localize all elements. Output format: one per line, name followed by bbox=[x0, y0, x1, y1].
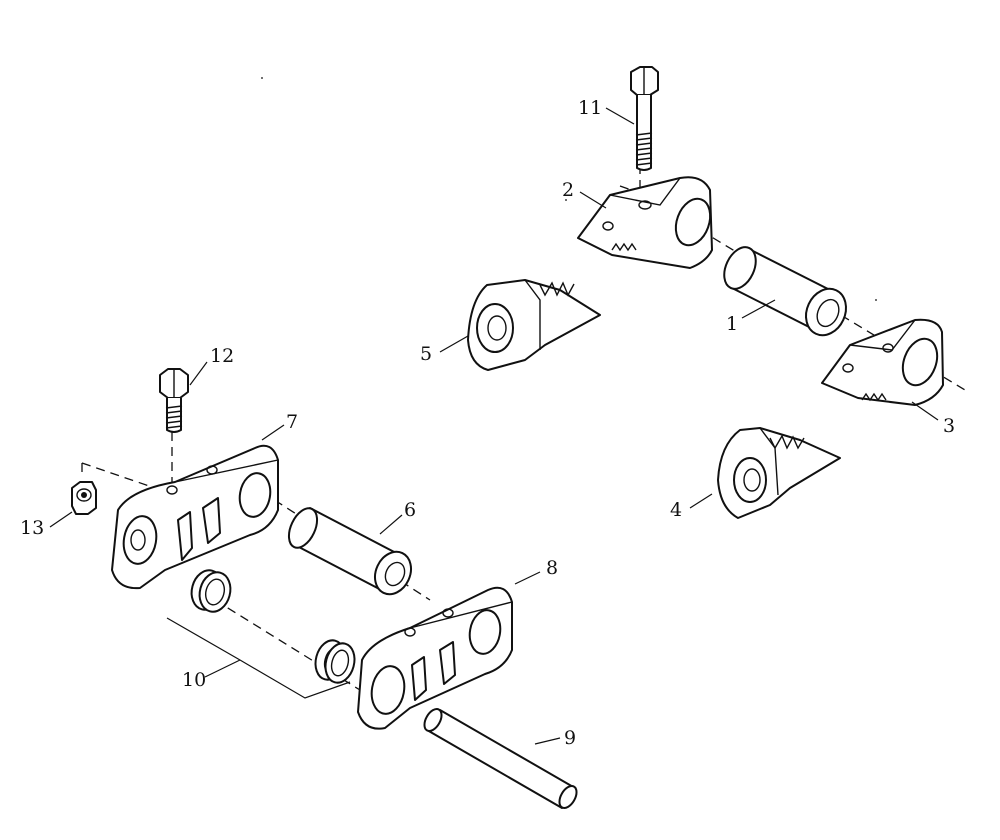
nut-13 bbox=[71, 481, 97, 515]
callout-5: 5 bbox=[420, 343, 432, 365]
seal-10-right bbox=[314, 639, 356, 684]
link-8 bbox=[357, 586, 513, 730]
bushing-6 bbox=[287, 507, 412, 596]
shoe-5 bbox=[467, 279, 601, 371]
pin-9 bbox=[423, 708, 578, 809]
callout-10: 10 bbox=[182, 669, 206, 691]
seal-10-left bbox=[190, 569, 232, 613]
callout-6: 6 bbox=[404, 499, 416, 521]
link-7 bbox=[111, 444, 279, 590]
shoe-2 bbox=[577, 176, 713, 269]
callout-4: 4 bbox=[670, 499, 682, 521]
shoe-3 bbox=[821, 318, 944, 406]
bolt-12 bbox=[159, 368, 189, 433]
callout-8: 8 bbox=[546, 557, 558, 579]
bushing-1 bbox=[723, 246, 847, 337]
bolt-11 bbox=[630, 66, 659, 171]
callout-3: 3 bbox=[943, 415, 955, 437]
callout-9: 9 bbox=[564, 727, 576, 749]
callout-1: 1 bbox=[726, 313, 738, 335]
leader-lines bbox=[49, 107, 939, 745]
scan-specks bbox=[261, 77, 877, 301]
callout-12: 12 bbox=[210, 345, 234, 367]
callout-13: 13 bbox=[20, 517, 44, 539]
shoe-4 bbox=[717, 427, 841, 519]
callout-7: 7 bbox=[286, 411, 298, 433]
callout-11: 11 bbox=[578, 97, 602, 119]
callout-2: 2 bbox=[562, 179, 574, 201]
